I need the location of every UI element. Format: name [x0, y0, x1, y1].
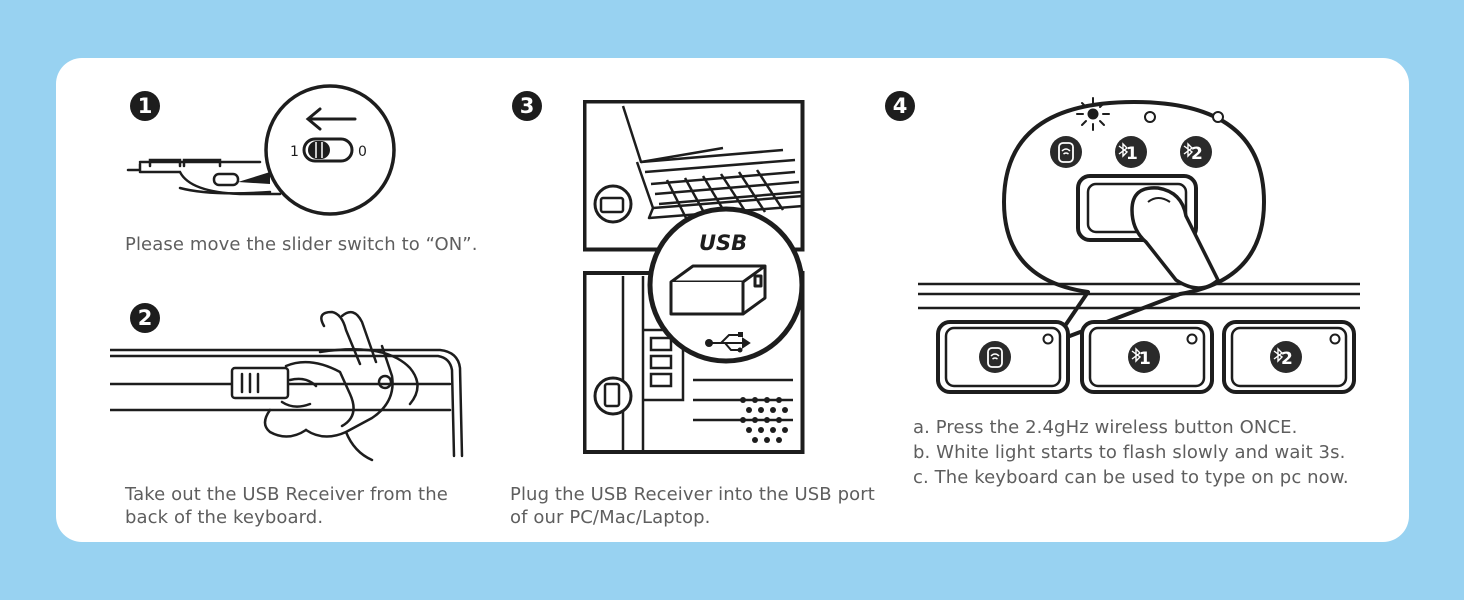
step-4-line-b: b. White light starts to flash slowly an…: [913, 442, 1346, 463]
bluetooth-icon: [1183, 142, 1194, 158]
bt2-key-label: 2: [1281, 349, 1293, 369]
step-3-caption-line-1: Plug the USB Receiver into the USB port: [510, 484, 875, 505]
step-2-badge: 2: [130, 303, 160, 333]
bt1-icon-label: 1: [1126, 144, 1138, 164]
switch-off-label: 0: [358, 144, 367, 160]
bt2-icon-label: 2: [1191, 144, 1203, 164]
wifi-icon: [979, 341, 1011, 373]
bt1-key-label: 1: [1139, 349, 1151, 369]
wireless-button-illustration: 1 2 1 2: [918, 97, 1360, 394]
step-4-line-c: c. The keyboard can be used to type on p…: [913, 467, 1349, 488]
bluetooth-icon: [1131, 347, 1142, 363]
step-1-badge: 1: [130, 91, 160, 121]
step-4-badge: 4: [885, 91, 915, 121]
plug-usb-illustration: USB: [583, 100, 805, 454]
step-2-caption-line-1: Take out the USB Receiver from the: [125, 484, 448, 505]
usb-receiver-removal-illustration: [110, 310, 464, 462]
bluetooth-icon: [1118, 142, 1129, 158]
step-3-badge: 3: [512, 91, 542, 121]
step-1-caption: Please move the slider switch to “ON”.: [125, 234, 478, 255]
slider-switch-illustration: 1 0: [126, 84, 396, 216]
step-2-caption-line-2: back of the keyboard.: [125, 507, 324, 528]
switch-on-label: 1: [290, 144, 299, 160]
step-3-caption-line-2: of our PC/Mac/Laptop.: [510, 507, 711, 528]
step-4-line-a: a. Press the 2.4gHz wireless button ONCE…: [913, 417, 1298, 438]
bluetooth-icon: [1273, 347, 1284, 363]
usb-label: USB: [699, 231, 747, 255]
